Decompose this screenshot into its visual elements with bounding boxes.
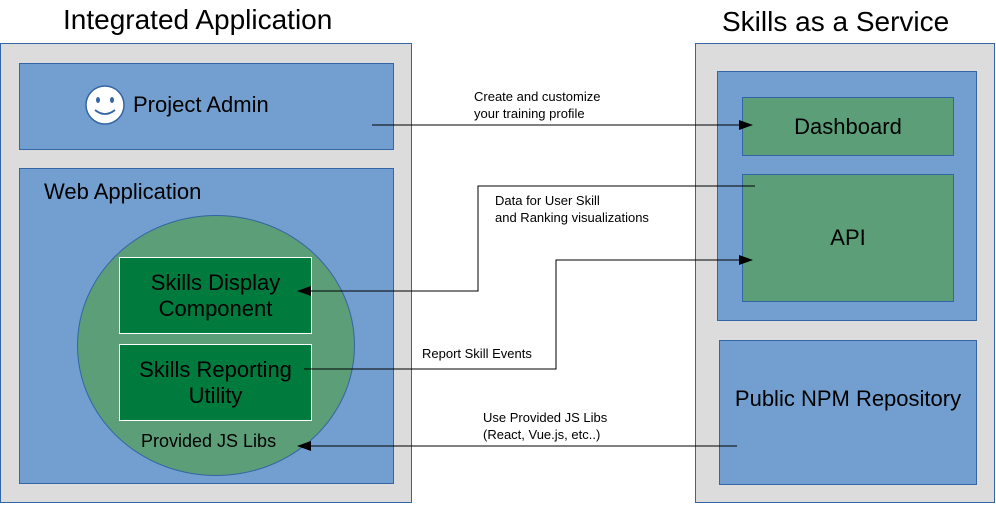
skills-display-component: Skills Display Component — [119, 257, 312, 334]
create-profile-note: Create and customize your training profi… — [474, 88, 600, 122]
data-viz-line-2: and Ranking visualizations — [495, 210, 649, 225]
api-label: API — [830, 225, 866, 250]
create-profile-line-2: your training profile — [474, 106, 585, 121]
npm-repository-box: Public NPM Repository — [719, 340, 977, 485]
data-viz-line-1: Data for User Skill — [495, 193, 600, 208]
npm-repository-label: Public NPM Repository — [734, 386, 962, 411]
report-events-note: Report Skill Events — [422, 346, 532, 361]
arrow-reporting-to-api — [304, 255, 753, 370]
use-libs-line-2: (React, Vue.js, etc..) — [483, 427, 601, 442]
dashboard-box: Dashboard — [742, 97, 954, 156]
skills-reporting-label: Skills Reporting Utility — [139, 357, 292, 408]
skills-service-title: Skills as a Service — [722, 6, 950, 37]
dashboard-label: Dashboard — [794, 114, 902, 139]
api-box: API — [742, 174, 954, 302]
use-libs-line-1: Use Provided JS Libs — [483, 410, 608, 425]
smiley-icon — [85, 85, 125, 125]
project-admin-label: Project Admin — [133, 92, 269, 117]
project-admin-box — [19, 63, 394, 150]
integrated-application-title: Integrated Application — [63, 4, 333, 35]
skills-display-label: Skills Display Component — [150, 270, 281, 321]
provided-js-libs-label: Provided JS Libs — [141, 431, 277, 451]
web-application-label: Web Application — [44, 179, 202, 204]
skills-reporting-utility: Skills Reporting Utility — [119, 344, 312, 421]
use-libs-note: Use Provided JS Libs (React, Vue.js, etc… — [483, 409, 607, 443]
create-profile-line-1: Create and customize — [474, 89, 601, 104]
data-viz-note: Data for User Skill and Ranking visualiz… — [495, 192, 649, 226]
arrow-api-to-display — [297, 185, 755, 296]
